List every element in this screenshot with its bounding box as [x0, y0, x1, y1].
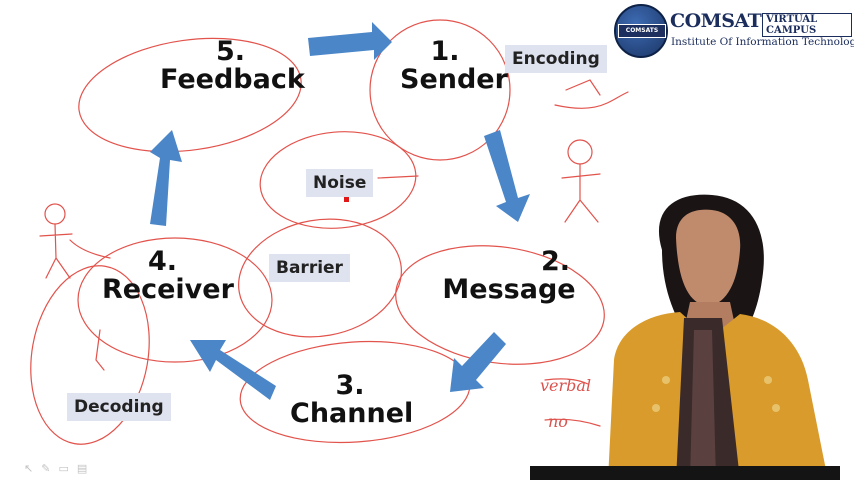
pointer-icon[interactable]: ↖: [24, 462, 34, 475]
noise-circle: [259, 131, 417, 229]
arrow-receiver-to-feedback: [150, 130, 182, 226]
barrier-tag: Barrier: [269, 254, 350, 282]
cycle-arrows: [150, 22, 530, 400]
menu-icon[interactable]: ▤: [76, 462, 88, 475]
stage-number: 2.: [540, 246, 570, 277]
stage-number: 1.: [430, 36, 460, 67]
logo-institute: Institute Of Information Technology: [671, 36, 854, 48]
message-circle: [395, 245, 605, 365]
eraser-icon[interactable]: ▭: [58, 462, 69, 475]
decoding-loop: [30, 265, 150, 445]
stage-channel: 3. Channel: [290, 370, 414, 430]
arrow-feedback-to-sender: [308, 22, 392, 60]
stage-name: Channel: [290, 398, 414, 430]
barrier-circle: [238, 218, 402, 338]
pointer-dot: [344, 197, 349, 202]
stage-message: 2. Message: [442, 246, 576, 306]
arrow-channel-to-receiver: [190, 340, 276, 400]
stage-receiver: 4. Receiver: [102, 246, 234, 306]
comsats-logo: COMSATS COMSATS VIRTUAL CAMPUS Institute…: [614, 4, 854, 58]
pen-icon[interactable]: ✎: [41, 462, 51, 475]
stage-name: Receiver: [102, 274, 234, 306]
slideshow-toolbar: ↖ ✎ ▭ ▤: [24, 462, 87, 475]
logo-badge: VIRTUAL CAMPUS: [762, 13, 852, 37]
desk-edge: [530, 466, 840, 480]
stage-name: Feedback: [160, 64, 305, 96]
noise-tag: Noise: [306, 169, 374, 197]
receiver-stickman-body: [39, 223, 73, 279]
seal-band: COMSATS: [618, 24, 666, 38]
handwritten-verbal: verbal: [540, 376, 592, 395]
stage-feedback: 5. Feedback: [160, 36, 305, 96]
receiver-circle: [77, 237, 273, 363]
arrow-sender-to-message: [484, 130, 530, 222]
handwritten-non: no: [548, 412, 568, 431]
sender-circle: [369, 19, 511, 161]
stage-number: 5.: [216, 36, 246, 67]
stage-name: Sender: [400, 64, 508, 96]
stage-sender: 1. Sender: [400, 36, 508, 96]
stage-number: 4.: [148, 246, 178, 277]
noise-tick: [377, 175, 419, 179]
feedback-circle: [78, 37, 302, 153]
encoding-tag: Encoding: [505, 45, 607, 73]
arrow-message-to-channel: [450, 332, 506, 392]
encoding-arrow-head: [565, 79, 601, 96]
decoding-tag: Decoding: [67, 393, 171, 421]
logo-brand: COMSATS: [670, 10, 775, 32]
stage-number: 3.: [335, 370, 365, 401]
stage-name: Message: [442, 274, 576, 306]
sender-stickman-body: [561, 163, 601, 223]
